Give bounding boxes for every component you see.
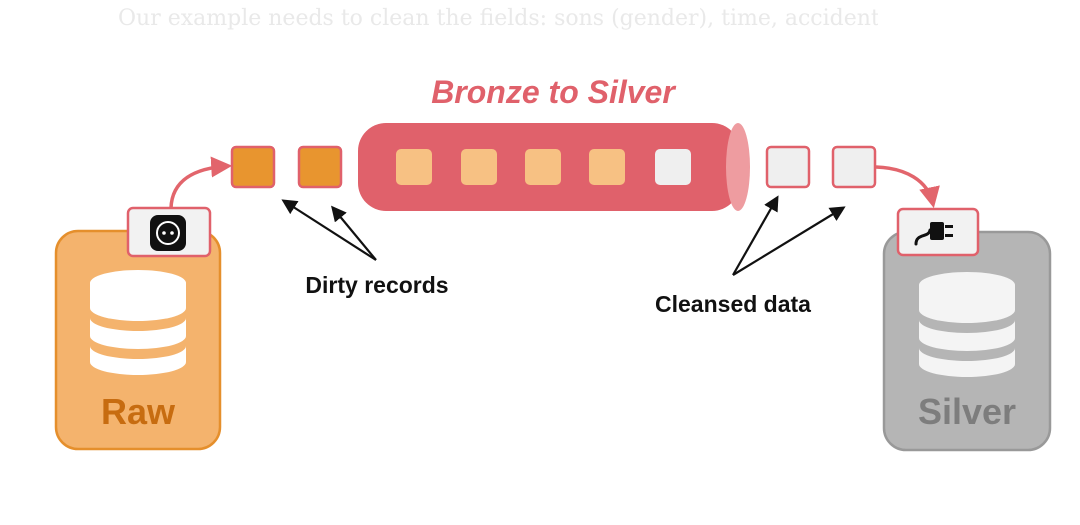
dirty-records: [230, 145, 343, 189]
annotation-arrow: [281, 199, 377, 261]
pipe-outlet: [726, 123, 750, 211]
record-in-transit: [461, 149, 497, 185]
database-icon: [90, 270, 186, 375]
flow-arrow-out-of-raw: [169, 156, 233, 209]
dirty-annotation-arrows: [281, 199, 377, 261]
header-partial-text: Our example needs to clean the fields: s…: [118, 6, 878, 31]
cleansed-record: [831, 145, 877, 189]
dirty-record: [230, 145, 276, 189]
silver-label: Silver: [918, 391, 1016, 432]
cleansed-record: [765, 145, 811, 189]
annotation-arrow: [331, 205, 377, 261]
annotation-arrow: [732, 195, 779, 276]
cleansed-records: [765, 145, 877, 189]
raw-label: Raw: [101, 391, 176, 432]
record-in-transit: [396, 149, 432, 185]
silver-database: Silver: [882, 230, 1052, 452]
record-in-transit: [589, 149, 625, 185]
raw-database: Raw: [54, 229, 222, 451]
record-in-transit: [525, 149, 561, 185]
cleansed-data-label: Cleansed data: [655, 291, 811, 317]
flow-arrow-into-silver: [875, 165, 940, 209]
pipeline-title: Bronze to Silver: [431, 74, 676, 110]
database-icon: [919, 272, 1015, 377]
dirty-record: [297, 145, 343, 189]
annotation-arrow: [732, 206, 846, 276]
record-cleaned-in-pipe: [655, 149, 691, 185]
raw-connector: [126, 206, 212, 258]
records-in-pipe: [396, 149, 691, 185]
dirty-records-label: Dirty records: [305, 272, 448, 298]
power-socket-icon: [150, 215, 186, 251]
power-plug-icon: [914, 222, 953, 246]
silver-connector: [896, 207, 980, 257]
cleansed-annotation-arrows: [732, 195, 846, 276]
